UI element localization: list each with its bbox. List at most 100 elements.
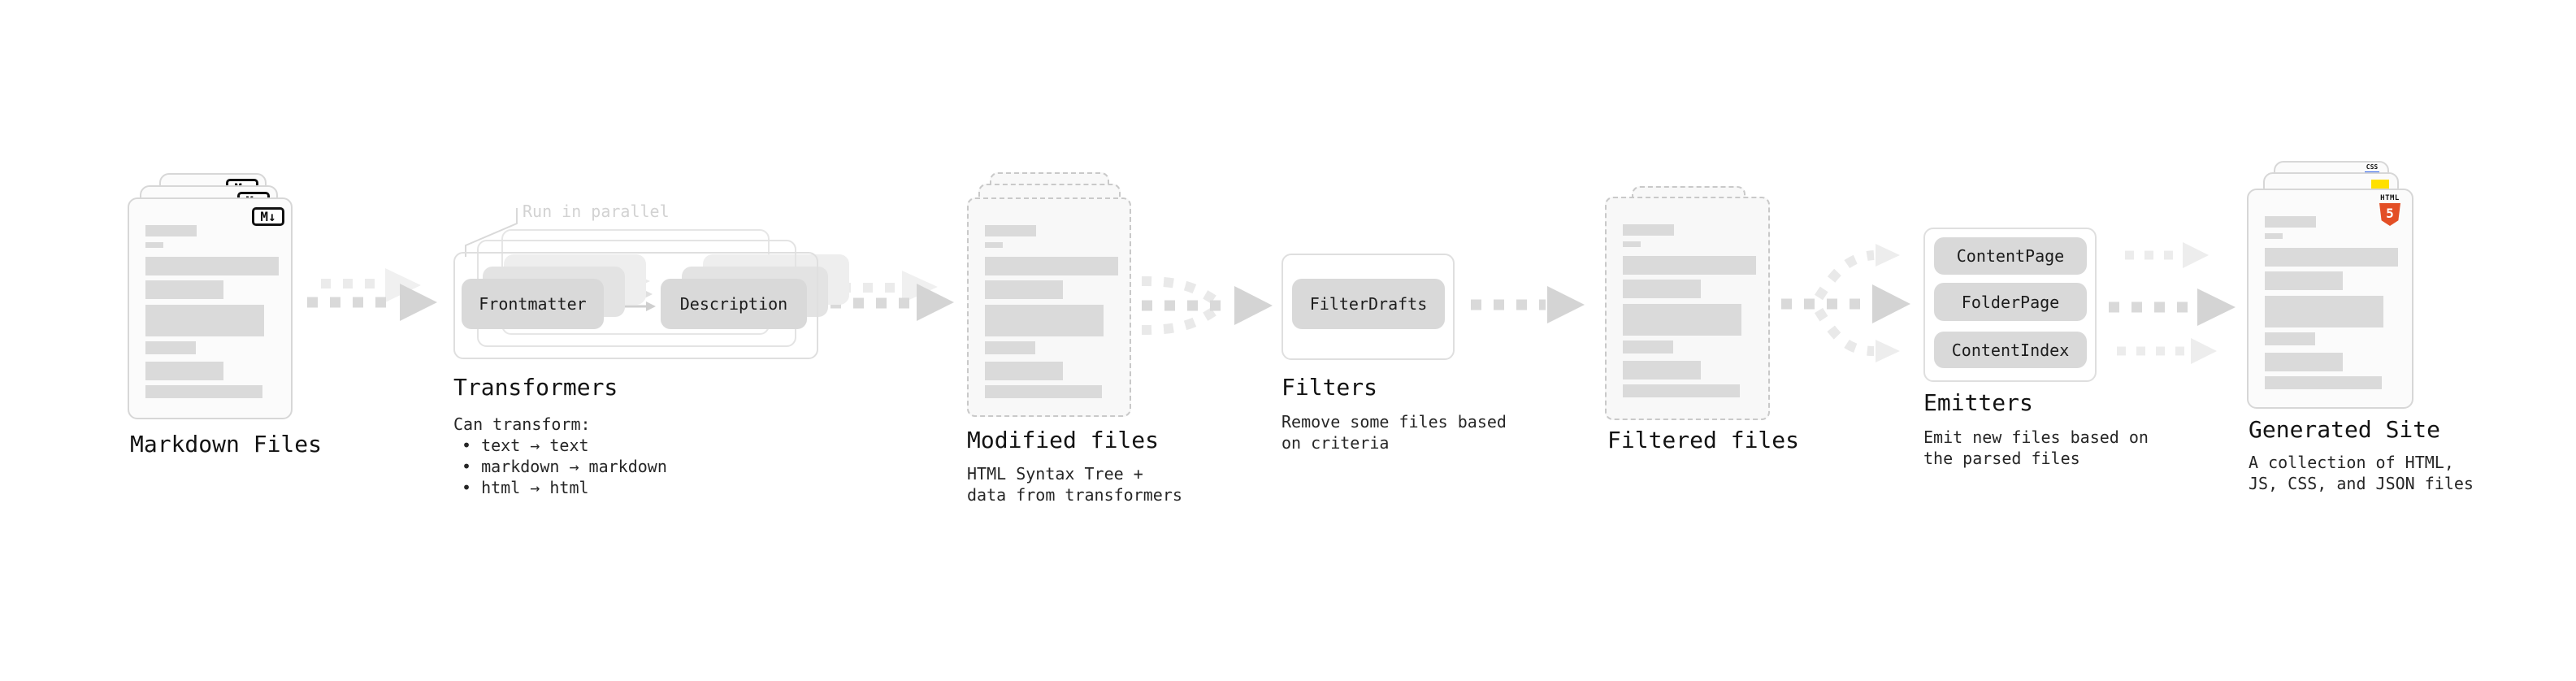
split-lower-curve [1814, 307, 1875, 356]
markdown-files-stack: M↓ M↓ M↓ [128, 173, 298, 421]
arrow-filters-to-filtered [1471, 286, 1585, 323]
html5-icon: HTML 5 [2378, 195, 2402, 226]
arrow-modified-to-filters [1141, 276, 1273, 335]
bottom-arrow-head [2191, 338, 2217, 364]
description-bullet: • markdown → markdown [462, 457, 667, 476]
markdown-file-card-front: M↓ [128, 197, 293, 419]
folderpage-pill: FolderPage [1934, 283, 2087, 321]
placeholder-text-line [985, 280, 1063, 299]
placeholder-text-line [985, 305, 1104, 336]
description-bullet: • html → html [462, 478, 589, 497]
arrow-transformers-to-modified [830, 271, 954, 321]
placeholder-text-line [2265, 353, 2343, 371]
placeholder-text-line [1623, 224, 1674, 236]
filters-title: Filters [1281, 374, 1378, 401]
placeholder-text-line [2265, 216, 2316, 228]
contentpage-pill: ContentPage [1934, 237, 2087, 275]
run-in-parallel-annotation: Run in parallel [523, 202, 670, 221]
description-line: Remove some files based [1281, 412, 1507, 432]
arrow-filtered-to-emitters [1781, 244, 1910, 362]
top-arrow-head [2183, 242, 2209, 268]
middle-arrow-head [2197, 288, 2236, 326]
arrow-head [1872, 284, 1910, 323]
arrow-head [1234, 286, 1273, 325]
placeholder-text-line [145, 280, 223, 299]
arrow-head [400, 284, 437, 321]
placeholder-text-line [2265, 233, 2283, 239]
css-icon-label: CSS [2366, 163, 2379, 171]
description-line: data from transformers [967, 485, 1182, 505]
filtered-files-stack [1605, 186, 1776, 422]
modified-files-title: Modified files [967, 427, 1160, 453]
html5-icon-shield: 5 [2379, 203, 2400, 226]
placeholder-text-line [1623, 384, 1740, 397]
generated-site-stack: CSS HTML 5 [2247, 161, 2418, 413]
transformers-description: Can transform: • text → text • markdown … [453, 414, 667, 498]
description-line: JS, CSS, and JSON files [2249, 474, 2474, 493]
transformers-group: Frontmatter Description [453, 229, 849, 363]
placeholder-text-line [2265, 376, 2382, 389]
transformer-box-front [453, 252, 818, 359]
annotation-leader-line [465, 208, 518, 257]
description-line: HTML Syntax Tree + [967, 464, 1143, 484]
markdown-icon: M↓ [252, 207, 284, 226]
placeholder-text-line [2265, 332, 2315, 345]
generated-site-title: Generated Site [2249, 416, 2441, 443]
split-lower-head [1876, 340, 1900, 362]
description-line: A collection of HTML, [2249, 453, 2454, 472]
contentindex-pill: ContentIndex [1934, 332, 2087, 368]
placeholder-text-line [145, 225, 197, 236]
emitters-title: Emitters [1923, 389, 2033, 416]
placeholder-text-line [2265, 271, 2343, 290]
placeholder-text-line [2265, 248, 2398, 267]
placeholder-text-line [985, 385, 1102, 398]
description-line: Emit new files based on [1923, 427, 2149, 447]
placeholder-text-line [2265, 296, 2383, 327]
placeholder-text-line [145, 257, 279, 275]
placeholder-text-line [145, 242, 163, 248]
pill-arrow-3-head [646, 301, 656, 311]
filtered-file-card-front [1605, 197, 1770, 420]
filterdrafts-pill: FilterDrafts [1292, 279, 1445, 329]
description-line: the parsed files [1923, 449, 2080, 468]
transformers-title: Transformers [453, 374, 618, 401]
generated-site-description: A collection of HTML, JS, CSS, and JSON … [2249, 452, 2474, 494]
placeholder-text-line [985, 257, 1118, 275]
merge-upper-curve [1141, 276, 1217, 305]
placeholder-text-line [1623, 304, 1741, 336]
description-pill: Description [661, 279, 807, 329]
placeholder-text-line [985, 242, 1003, 248]
frontmatter-pill: Frontmatter [462, 279, 604, 329]
js-file-icon [2371, 180, 2389, 189]
html-file-card: HTML 5 [2247, 189, 2413, 409]
placeholder-text-line [1623, 241, 1641, 247]
filters-group: FilterDrafts [1281, 254, 1455, 360]
description-line: Can transform: [453, 414, 591, 434]
placeholder-text-line [985, 362, 1063, 380]
emitters-group: ContentPage FolderPage ContentIndex [1923, 228, 2097, 382]
filters-description: Remove some files based on criteria [1281, 411, 1507, 453]
placeholder-text-line [145, 341, 196, 354]
split-upper-head [1876, 244, 1900, 267]
filtered-files-title: Filtered files [1607, 427, 1800, 453]
placeholder-text-line [145, 305, 264, 336]
modified-files-stack [967, 172, 1138, 420]
placeholder-text-line [145, 385, 262, 398]
arrow-head [917, 284, 954, 321]
placeholder-text-line [1623, 256, 1756, 275]
modified-files-description: HTML Syntax Tree + data from transformer… [967, 463, 1182, 505]
placeholder-text-line [1623, 361, 1701, 380]
emitters-box [1923, 228, 2097, 382]
placeholder-text-line [985, 341, 1035, 354]
placeholder-text-line [1623, 280, 1701, 298]
arrow-markdown-to-transformers [307, 268, 437, 321]
placeholder-text-line [145, 362, 223, 380]
description-bullet: • text → text [462, 436, 589, 455]
description-line: on criteria [1281, 433, 1390, 453]
merge-lower-curve [1141, 306, 1217, 335]
emitters-description: Emit new files based on the parsed files [1923, 427, 2149, 469]
filters-box [1281, 254, 1455, 360]
split-upper-curve [1814, 250, 1875, 301]
placeholder-text-line [985, 225, 1036, 236]
